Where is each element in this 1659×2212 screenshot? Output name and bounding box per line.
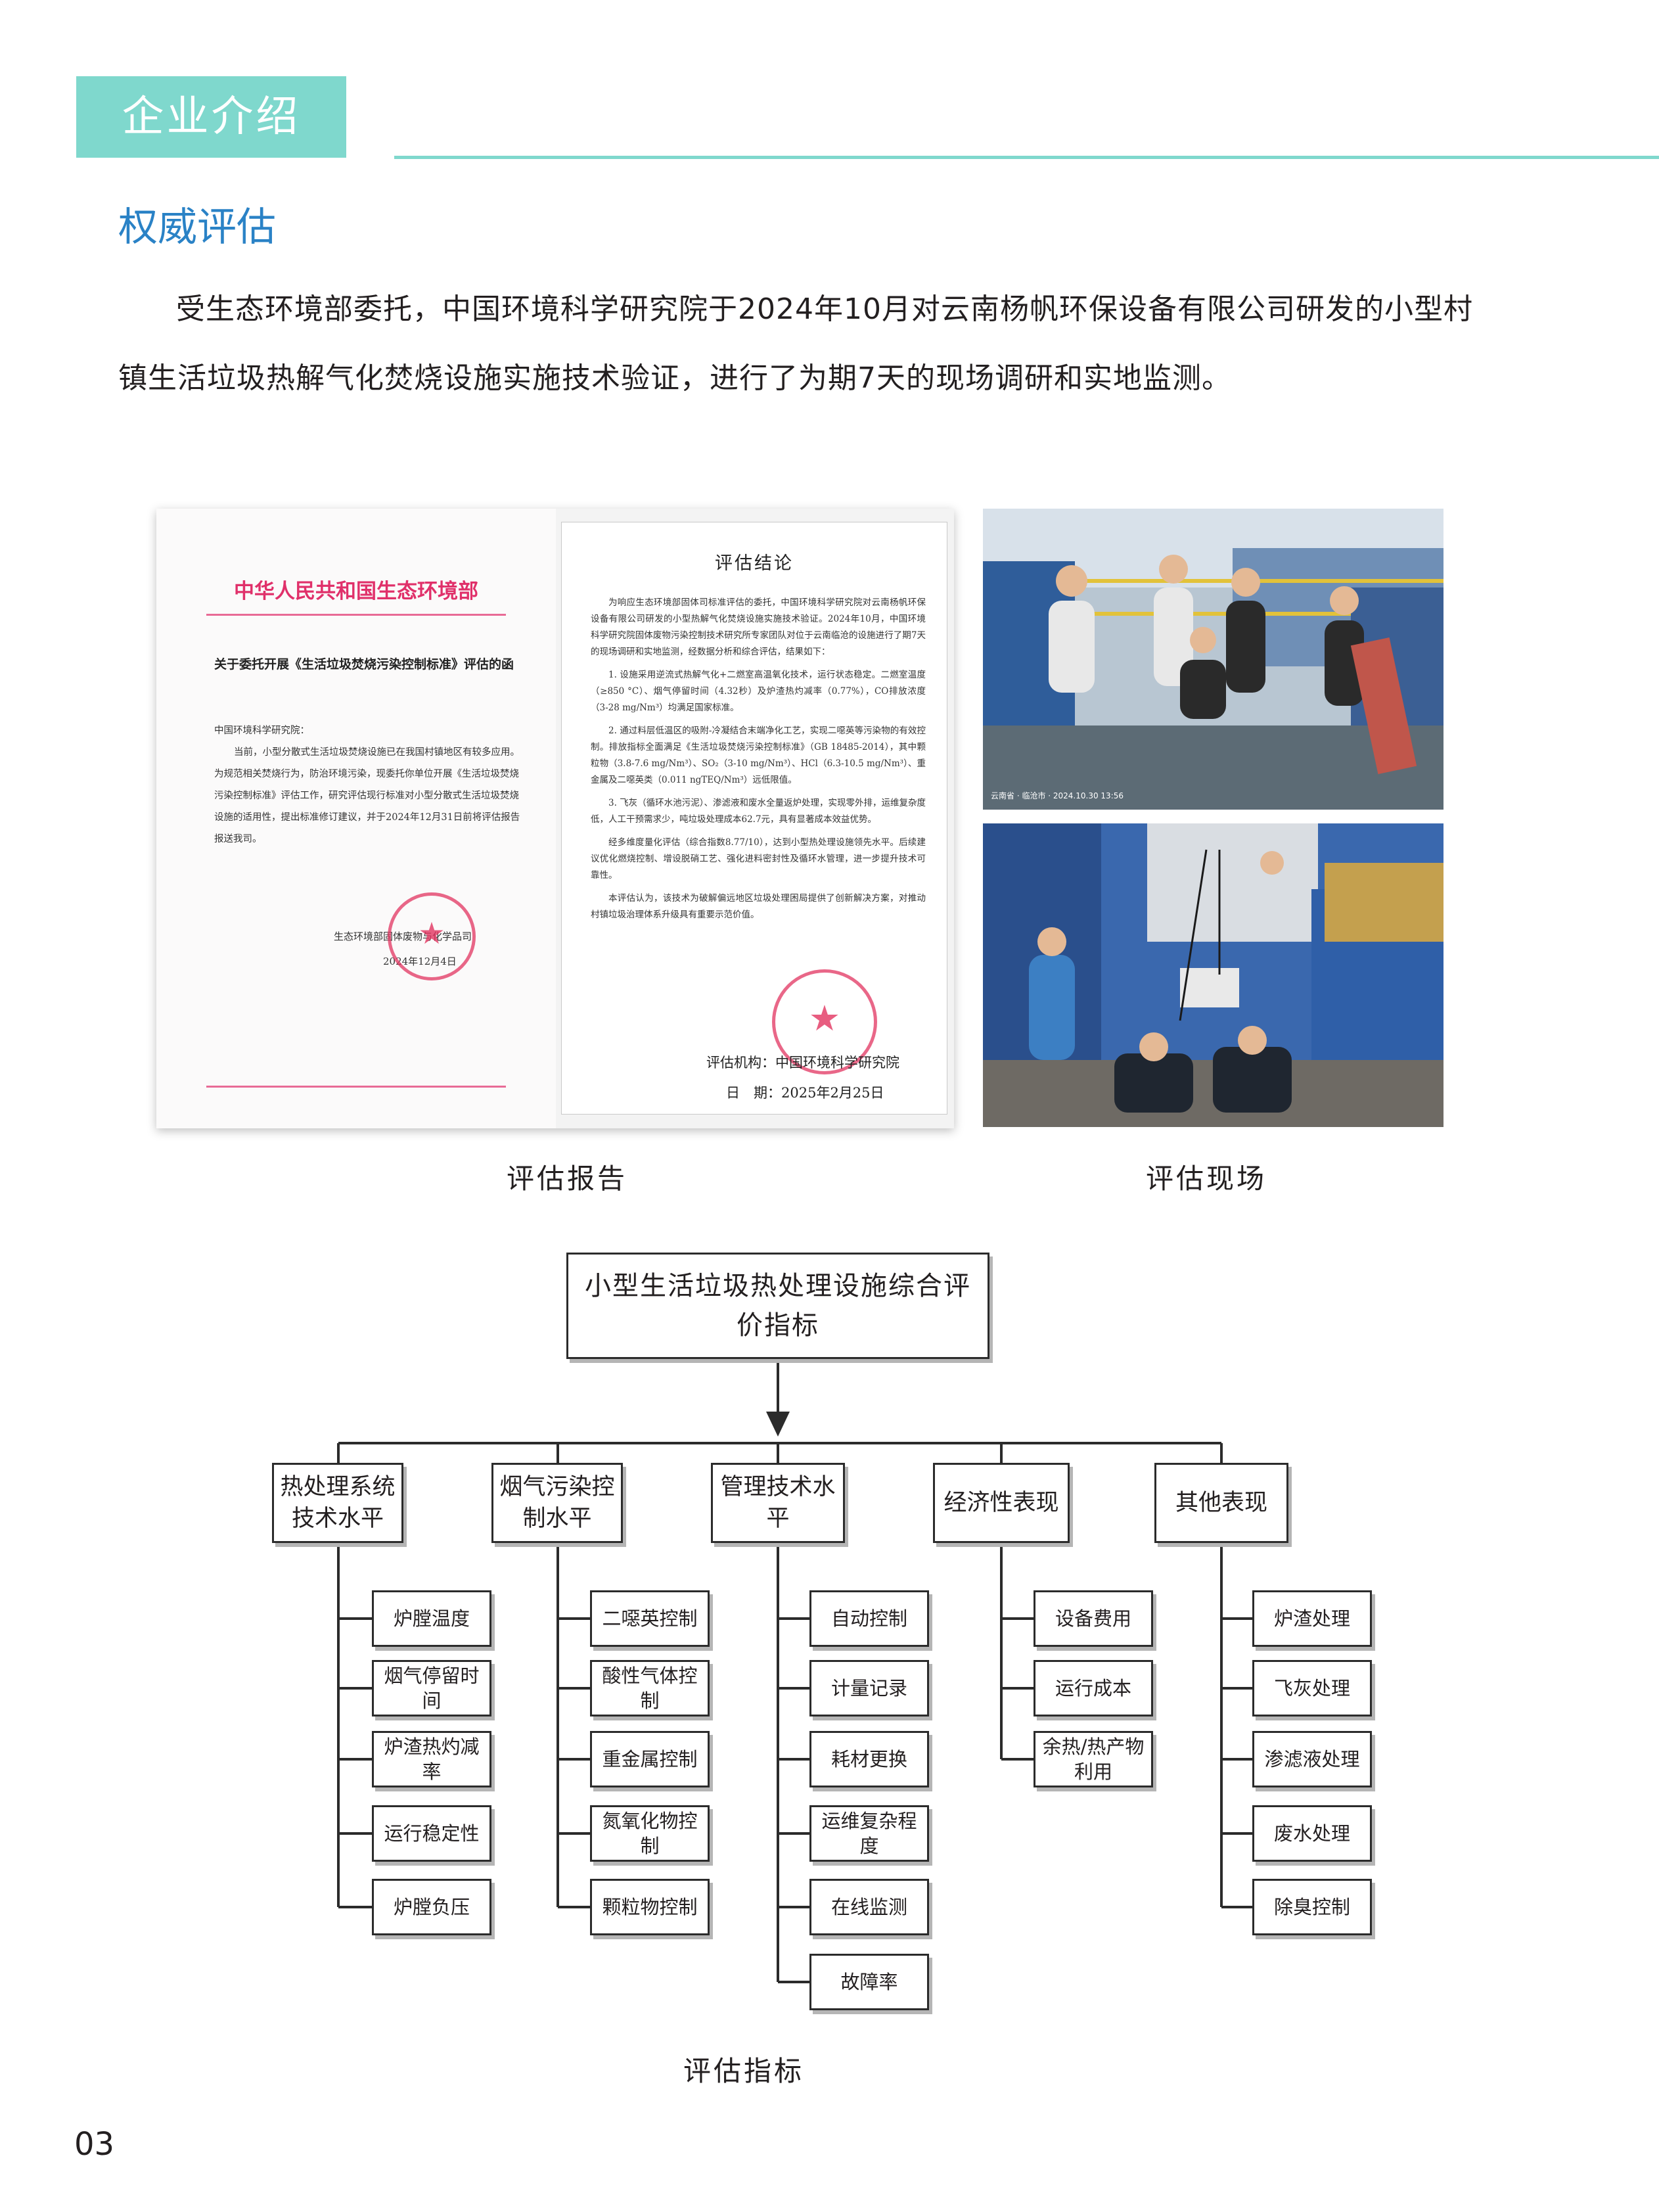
letter-text: 当前，小型分散式生活垃圾焚烧设施已在我国村镇地区有较多应用。为规范相关焚烧行为，… bbox=[214, 747, 520, 844]
site-photo-1-illustration bbox=[983, 509, 1443, 810]
indicator-box: 渗滤液处理 bbox=[1252, 1731, 1372, 1787]
category-other: 其他表现 bbox=[1154, 1463, 1288, 1543]
official-seal: ★ bbox=[388, 892, 476, 980]
intro-paragraph: 受生态环境部委托，中国环境科学研究院于2024年10月对云南杨帆环保设备有限公司… bbox=[118, 292, 1473, 395]
indicator-box: 运行稳定性 bbox=[372, 1805, 491, 1862]
page-title: 权威评估 bbox=[118, 204, 276, 250]
caption-indicators: 评估指标 bbox=[683, 2055, 805, 2087]
category-economic: 经济性表现 bbox=[933, 1463, 1070, 1543]
conclusion-date: 日 期：2025年2月25日 bbox=[726, 1085, 884, 1101]
indicator-box: 颗粒物控制 bbox=[590, 1879, 710, 1935]
section-tab: 企业介绍 bbox=[76, 76, 346, 158]
conclusion-paragraph: 本评估认为，该技术为破解偏远地区垃圾处理困局提供了创新解决方案，对推动村镇垃圾治… bbox=[591, 893, 926, 920]
site-photo-inspection: 云南省 · 临沧市 · 2024.10.30 13:56 bbox=[983, 509, 1443, 810]
indicator-box: 在线监测 bbox=[809, 1879, 929, 1935]
seal-star-icon: ★ bbox=[418, 915, 445, 951]
indicator-box: 飞灰处理 bbox=[1252, 1660, 1372, 1717]
indicator-box: 二噁英控制 bbox=[590, 1590, 710, 1647]
indicator-box: 重金属控制 bbox=[590, 1731, 710, 1787]
indicator-box: 耗材更换 bbox=[809, 1731, 929, 1787]
conclusion-paragraph: 为响应生态环境部固体司标准评估的委托，中国环境科学研究院对云南杨帆环保设备有限公… bbox=[591, 597, 926, 657]
conclusion-paragraph: 经多维度量化评估（综合指数8.77/10），达到小型热处理设施领先水平。后续建议… bbox=[591, 837, 926, 881]
letter-top-rule bbox=[206, 614, 506, 616]
indicator-box: 故障率 bbox=[809, 1954, 929, 2010]
indicator-box: 余热/热产物利用 bbox=[1034, 1731, 1153, 1787]
conclusion-organization: 评估机构：中国环境科学研究院 bbox=[706, 1055, 899, 1071]
conclusion-title: 评估结论 bbox=[715, 553, 794, 574]
conclusion-paragraph: 1. 设施采用逆流式热解气化+二燃室高温氧化技术，运行状态稳定。二燃室温度（≥8… bbox=[591, 670, 926, 713]
photo-geotag: 云南省 · 临沧市 · 2024.10.30 13:56 bbox=[991, 791, 1124, 800]
letter-subject: 关于委托开展《生活垃圾焚烧污染控制标准》评估的函 bbox=[214, 657, 514, 672]
indicator-box: 炉渣热灼减率 bbox=[372, 1731, 491, 1787]
conclusion-paragraph: 3. 飞灰（循环水池污泥）、渗滤液和废水全量返炉处理，实现零外排，运维复杂度低，… bbox=[591, 798, 926, 825]
category-management: 管理技术水平 bbox=[711, 1463, 845, 1543]
arrow-down-icon bbox=[766, 1412, 790, 1437]
indicator-box: 炉膛负压 bbox=[372, 1879, 491, 1935]
header-rule bbox=[394, 156, 1659, 159]
category-flue-gas: 烟气污染控制水平 bbox=[491, 1463, 623, 1543]
letter-body: 中国环境科学研究院： 当前，小型分散式生活垃圾焚烧设施已在我国村镇地区有较多应用… bbox=[214, 720, 523, 850]
indicator-box: 计量记录 bbox=[809, 1660, 929, 1717]
indicator-box: 设备费用 bbox=[1034, 1590, 1153, 1647]
indicator-box: 自动控制 bbox=[809, 1590, 929, 1647]
indicator-box: 氮氧化物控制 bbox=[590, 1805, 710, 1862]
indicator-box: 烟气停留时间 bbox=[372, 1660, 491, 1717]
indicator-box: 废水处理 bbox=[1252, 1805, 1372, 1862]
site-photo-2-illustration bbox=[983, 823, 1443, 1127]
caption-site: 评估现场 bbox=[1146, 1163, 1267, 1195]
diagram-root: 小型生活垃圾热处理设施综合评价指标 bbox=[566, 1253, 989, 1359]
page-number: 03 bbox=[74, 2126, 115, 2163]
conclusion-body: 为响应生态环境部固体司标准评估的委托，中国环境科学研究院对云南杨帆环保设备有限公… bbox=[591, 595, 926, 930]
letter-bottom-rule bbox=[206, 1086, 506, 1088]
evaluation-report-image: 中华人民共和国生态环境部 关于委托开展《生活垃圾焚烧污染控制标准》评估的函 中国… bbox=[156, 509, 954, 1128]
letter-ministry: 中华人民共和国生态环境部 bbox=[234, 580, 478, 603]
indicator-box: 炉膛温度 bbox=[372, 1590, 491, 1647]
commission-letter: 中华人民共和国生态环境部 关于委托开展《生活垃圾焚烧污染控制标准》评估的函 中国… bbox=[156, 509, 556, 1128]
institute-seal: ★ bbox=[772, 969, 877, 1074]
letter-salutation: 中国环境科学研究院： bbox=[214, 726, 309, 736]
conclusion-paragraph: 2. 通过料层低温区的吸附-冷凝结合末端净化工艺，实现二噁英等污染物的有效控制。… bbox=[591, 726, 926, 785]
seal-star-icon: ★ bbox=[808, 998, 841, 1039]
indicator-box: 除臭控制 bbox=[1252, 1879, 1372, 1935]
site-photo-monitoring bbox=[983, 823, 1443, 1127]
indicator-box: 炉渣处理 bbox=[1252, 1590, 1372, 1647]
indicator-box: 酸性气体控制 bbox=[590, 1660, 710, 1717]
conclusion-page: 评估结论 为响应生态环境部固体司标准评估的委托，中国环境科学研究院对云南杨帆环保… bbox=[561, 522, 947, 1115]
caption-report: 评估报告 bbox=[507, 1163, 628, 1195]
indicator-box: 运维复杂程度 bbox=[809, 1805, 929, 1862]
category-thermal: 热处理系统技术水平 bbox=[272, 1463, 403, 1543]
indicator-box: 运行成本 bbox=[1034, 1660, 1153, 1717]
